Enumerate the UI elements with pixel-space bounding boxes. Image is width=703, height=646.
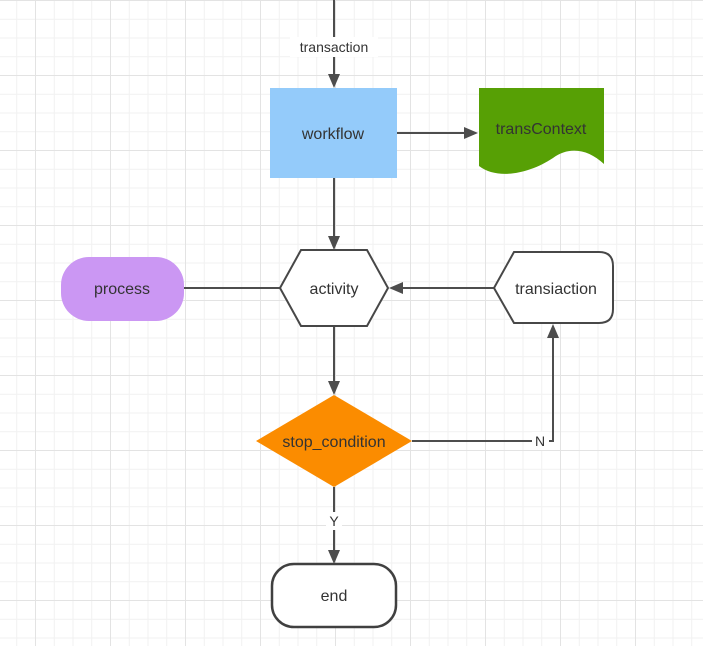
edge-label-no[interactable]: N (532, 432, 549, 450)
node-transcontext[interactable]: transContext (479, 88, 604, 174)
stop-condition-label: stop_condition (282, 434, 385, 451)
edge-label-yes[interactable]: Y (326, 512, 342, 530)
edge-workflow-to-activity[interactable] (328, 178, 340, 250)
arrowhead-into-end-icon[interactable] (328, 550, 340, 564)
edge-no-branch-line[interactable] (412, 336, 554, 442)
node-transiaction[interactable]: transiaction (492, 251, 614, 324)
activity-label: activity (310, 281, 359, 298)
workflow-label: workflow (301, 126, 365, 143)
edge-activity-to-stopcondition[interactable] (328, 326, 340, 395)
node-end[interactable]: end (270, 562, 398, 629)
arrowhead-into-activity-top-icon[interactable] (328, 236, 340, 250)
yes-label-text: Y (329, 513, 339, 529)
edge-transiaction-to-activity[interactable] (389, 282, 494, 294)
node-workflow[interactable]: workflow (270, 88, 397, 178)
arrowhead-into-transiaction-icon[interactable] (547, 324, 559, 338)
arrowhead-into-stopcondition-icon[interactable] (328, 381, 340, 395)
transaction-label-text: transaction (300, 39, 368, 55)
activity-hexagon-shape[interactable] (278, 249, 390, 327)
end-label: end (321, 588, 348, 605)
arrowhead-into-transcontext-icon[interactable] (464, 127, 478, 139)
stop-condition-diamond-shape[interactable] (256, 395, 412, 487)
transcontext-document-shape[interactable] (479, 88, 604, 174)
process-label: process (94, 281, 150, 298)
edge-workflow-to-transcontext[interactable] (397, 127, 478, 139)
node-activity[interactable]: activity (278, 249, 390, 327)
transiaction-display-shape[interactable] (492, 251, 614, 324)
edge-stopcondition-no-to-transiaction[interactable] (412, 324, 559, 442)
yes-label-bg (326, 512, 342, 530)
process-rounded-shape[interactable] (61, 257, 184, 321)
transaction-label-bg (290, 37, 378, 57)
arrowhead-into-activity-right-icon[interactable] (389, 282, 403, 294)
transiaction-label: transiaction (515, 281, 597, 298)
no-label-text: N (535, 433, 545, 449)
transcontext-label: transContext (496, 121, 587, 138)
edge-label-transaction[interactable]: transaction (290, 37, 378, 57)
no-label-bg (532, 432, 549, 450)
node-stop-condition[interactable]: stop_condition (256, 395, 412, 487)
workflow-shape[interactable] (270, 88, 397, 178)
end-terminator-shape[interactable] (270, 562, 398, 629)
arrowhead-into-workflow-icon[interactable] (328, 74, 340, 88)
node-process[interactable]: process (61, 257, 184, 321)
